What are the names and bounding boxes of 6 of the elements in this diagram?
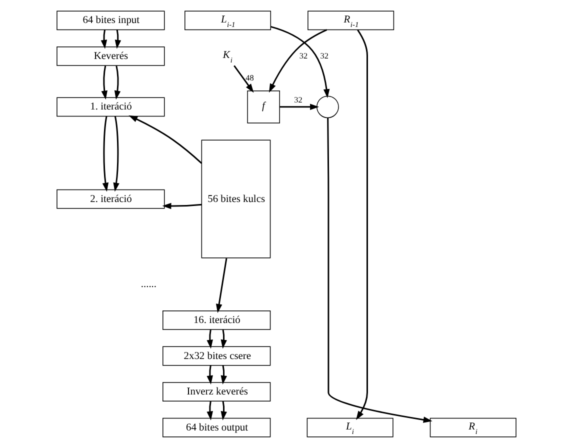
edge-label: 32 bbox=[298, 51, 308, 60]
edge-label: 32 bbox=[294, 95, 302, 104]
edge-label: 32 bbox=[320, 51, 328, 60]
label: ...... bbox=[140, 279, 156, 290]
node-text: K$_{i}$ bbox=[222, 50, 232, 65]
edge-label: 48 bbox=[245, 73, 254, 82]
